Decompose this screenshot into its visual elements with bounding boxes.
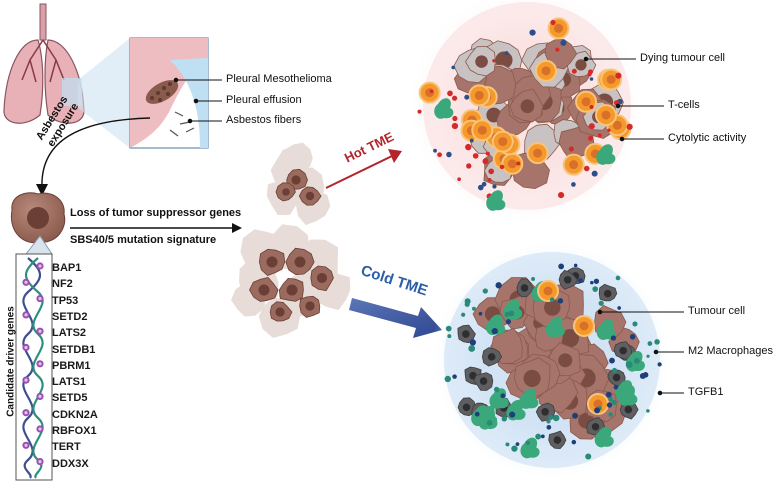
candidate-driver-genes-label: Candidate driver genes bbox=[5, 306, 17, 417]
gene-setd5: SETD5 bbox=[52, 392, 88, 405]
mechanism-line-2: SBS40/5 mutation signature bbox=[70, 234, 217, 246]
callout-asbestos-fibers: Asbestos fibers bbox=[226, 114, 302, 126]
hot-tme-arrowhead bbox=[388, 149, 402, 163]
gene-ddx3x: DDX3X bbox=[52, 457, 89, 470]
gene-lats2: LATS2 bbox=[52, 327, 87, 340]
cold-tme-tumour bbox=[430, 238, 674, 481]
gene-cdkn2a: CDKN2A bbox=[52, 408, 98, 421]
callout-tgfb1: TGFB1 bbox=[688, 386, 724, 398]
zoom-connector bbox=[78, 38, 130, 148]
callout-dying-tumour-cell: Dying tumour cell bbox=[640, 52, 725, 64]
gene-setdb1: SETDB1 bbox=[52, 343, 96, 356]
callout-cytolytic-activity: Cytolytic activity bbox=[668, 132, 747, 144]
lung-callout-lines bbox=[173, 77, 222, 124]
cold-callout-lines bbox=[597, 309, 684, 396]
gene-pbrm1: PBRM1 bbox=[52, 359, 91, 372]
hot-callout-lines bbox=[583, 56, 664, 142]
callout-pleural-effusion: Pleural effusion bbox=[226, 94, 302, 106]
gene-tp53: TP53 bbox=[52, 294, 79, 307]
gene-setd2: SETD2 bbox=[52, 310, 88, 323]
mechanism-line-1: Loss of tumor suppressor genes bbox=[70, 207, 242, 219]
mesothelial-tumor-cell bbox=[10, 192, 66, 244]
lungs-illustration bbox=[3, 3, 85, 124]
callout-pleural-mesothelioma: Pleural Mesothelioma bbox=[226, 73, 332, 85]
callout-m2-macrophages: M2 Macrophages bbox=[688, 345, 773, 357]
gene-lats1: LATS1 bbox=[52, 376, 87, 389]
callout-tumour-cell: Tumour cell bbox=[688, 305, 746, 317]
large-tumor-cluster bbox=[231, 224, 351, 338]
cold-tme-arrow bbox=[349, 298, 442, 338]
gene-rbfox1: RBFOX1 bbox=[52, 425, 97, 437]
gene-tert: TERT bbox=[52, 441, 81, 454]
gene-bap1: BAP1 bbox=[52, 262, 82, 274]
dna-helix-icon bbox=[22, 257, 44, 479]
hot-tme-arrow bbox=[325, 155, 393, 189]
exposure-arrowhead bbox=[36, 184, 48, 196]
pleura-zoom-box bbox=[129, 37, 209, 149]
hot-tme-tumour bbox=[407, 0, 647, 226]
gene-nf2: NF2 bbox=[52, 278, 73, 291]
small-tumor-cluster bbox=[266, 142, 331, 226]
exposure-arrow bbox=[41, 117, 151, 189]
mechanism-arrowhead bbox=[232, 223, 242, 233]
callout-t-cells: T-cells bbox=[668, 99, 700, 111]
